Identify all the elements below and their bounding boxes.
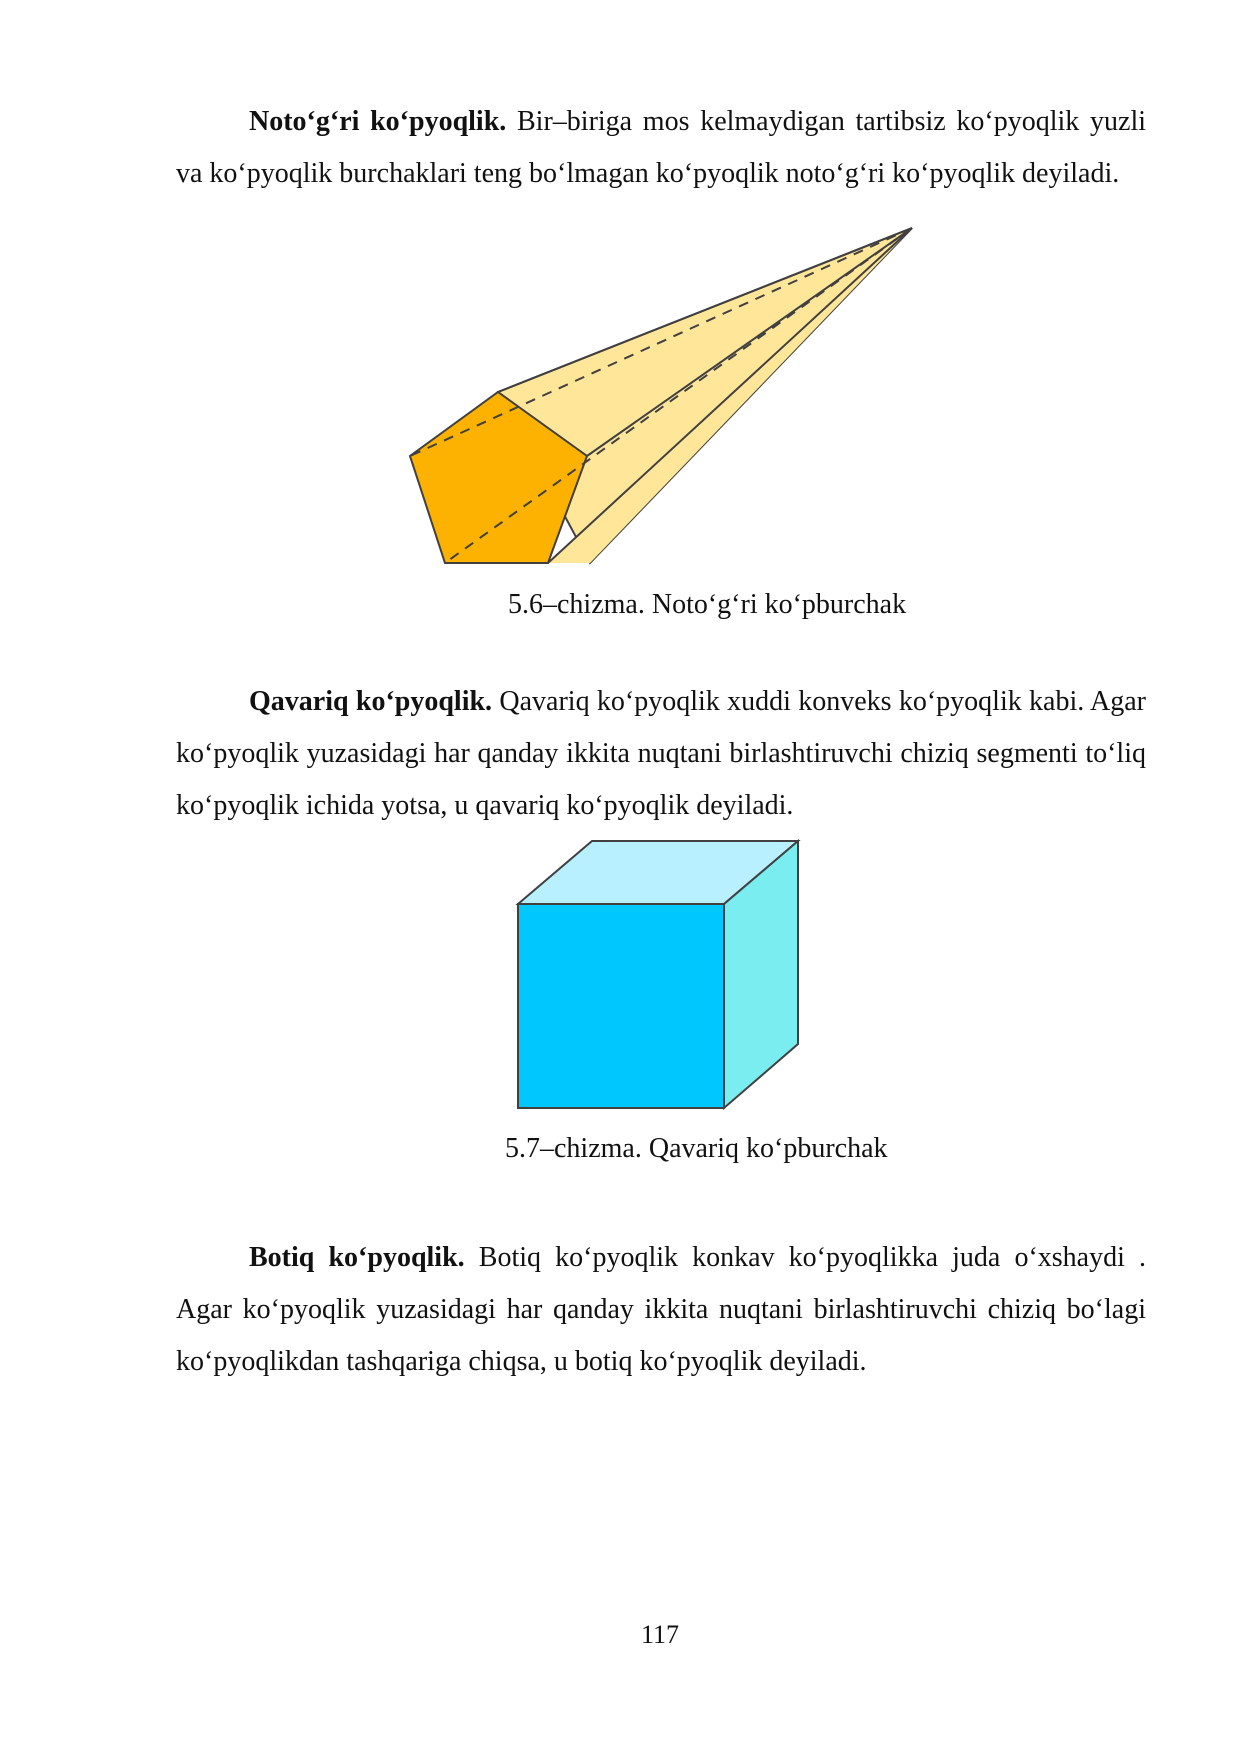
pyramid-apex-edge — [497, 227, 913, 393]
pyramid-apex-edge — [586, 227, 913, 457]
figure-caption-5-6: 5.6–chizma. Noto‘g‘ri ko‘pburchak — [508, 589, 907, 620]
text-irregular: Bir–biriga mos kelmaydigan tartibsiz ko‘… — [176, 106, 1147, 189]
irregular-pyramid-figure — [408, 227, 913, 565]
pyramid-hidden-edge — [444, 227, 913, 564]
figure-caption-5-7: 5.7–chizma. Qavariq ko‘pburchak — [505, 1133, 888, 1164]
paragraph-concave-polyhedron: Botiq ko‘pyoqlik. Botiq ko‘pyoqlik konka… — [176, 1232, 1146, 1388]
page-number: 117 — [640, 1620, 680, 1649]
paragraph-convex-polyhedron: Qavariq ko‘pyoqlik. Qavariq ko‘pyoqlik x… — [176, 676, 1146, 832]
heading-convex: Qavariq ko‘pyoqlik. — [249, 686, 493, 717]
heading-irregular: Noto‘g‘ri ko‘pyoqlik. — [249, 106, 507, 137]
text-convex: Qavariq ko‘pyoqlik xuddi konveks ko‘pyoq… — [176, 686, 1147, 821]
text-concave: Botiq ko‘pyoqlik konkav ko‘pyoqlikka jud… — [176, 1242, 1146, 1377]
heading-concave: Botiq ko‘pyoqlik. — [249, 1242, 465, 1273]
pyramid-apex-edge — [547, 227, 913, 564]
cube-figure — [515, 838, 801, 1111]
pyramid-pentagon-base — [408, 390, 589, 564]
cube-front-face — [517, 903, 725, 1109]
paragraph-irregular-polyhedron: Noto‘g‘ri ko‘pyoqlik. Bir–biriga mos kel… — [176, 96, 1146, 200]
pyramid-hidden-edge — [409, 227, 913, 457]
